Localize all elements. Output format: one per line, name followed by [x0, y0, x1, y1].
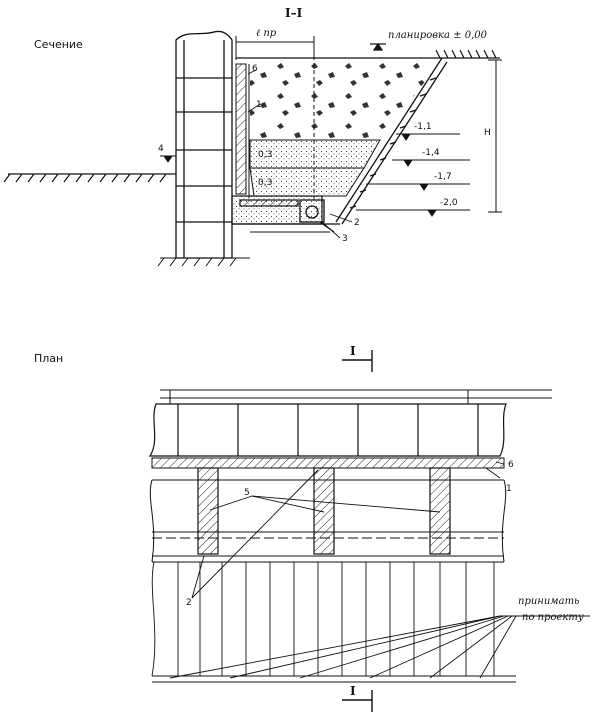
wall-block [175, 30, 233, 259]
dim-h-label: Н [484, 128, 491, 138]
plan-note-line1: принимать [518, 596, 580, 607]
grade-line [236, 42, 500, 59]
level-3: -1,7 [434, 172, 452, 182]
cut-marker-bottom [342, 690, 373, 712]
callout-3: 3 [342, 234, 348, 244]
plan-note-line2: по проекту [522, 612, 584, 623]
plan-callout-6: 6 [508, 460, 514, 470]
leader-lines-section [247, 69, 353, 239]
plan-bands [149, 479, 507, 563]
plan-drainage-strip [151, 457, 505, 469]
plan-leaders [191, 461, 505, 599]
level-marker-4 [160, 155, 176, 163]
callout-4: 4 [158, 144, 164, 154]
plan-top-rails [160, 389, 552, 404]
plan-callout-2: 2 [186, 598, 192, 608]
section-caption: Сечение [34, 38, 83, 51]
excavation-slope [335, 57, 448, 225]
cut-label-top: I [350, 344, 356, 358]
dimension-l [235, 36, 315, 200]
level-2: -1,4 [422, 148, 440, 158]
plan-callout-1: 1 [506, 484, 512, 494]
level-marks [356, 133, 470, 217]
plan-note-leaders [169, 615, 590, 679]
backfill-stones [250, 62, 440, 140]
dimension-h [488, 59, 502, 213]
callout-2: 2 [354, 218, 360, 228]
plan-callout-5: 5 [244, 488, 250, 498]
level-1: -1,1 [414, 122, 432, 132]
callout-6: 6 [252, 64, 258, 74]
plan-lower-grid [151, 561, 516, 683]
ground-line-left [3, 173, 176, 183]
ground-under [157, 231, 330, 267]
cut-marker-top [342, 350, 373, 372]
grade-label: планировка ± 0,00 [388, 30, 487, 41]
layer-thickness-2: 0,3 [258, 178, 273, 188]
layer-thickness-1: 0,3 [258, 150, 273, 160]
section-title: I–I [285, 6, 303, 20]
drainage-layer-6 [235, 63, 247, 195]
sand-layer-lower [249, 167, 365, 197]
plan-drains [197, 467, 451, 555]
plan-wall-panels [148, 403, 507, 457]
level-4: -2,0 [440, 198, 458, 208]
plan-caption: План [34, 352, 64, 365]
cut-label-bottom: I [350, 684, 356, 698]
callout-1: 1 [256, 100, 262, 110]
dim-l-label: ℓ пр [256, 28, 277, 39]
